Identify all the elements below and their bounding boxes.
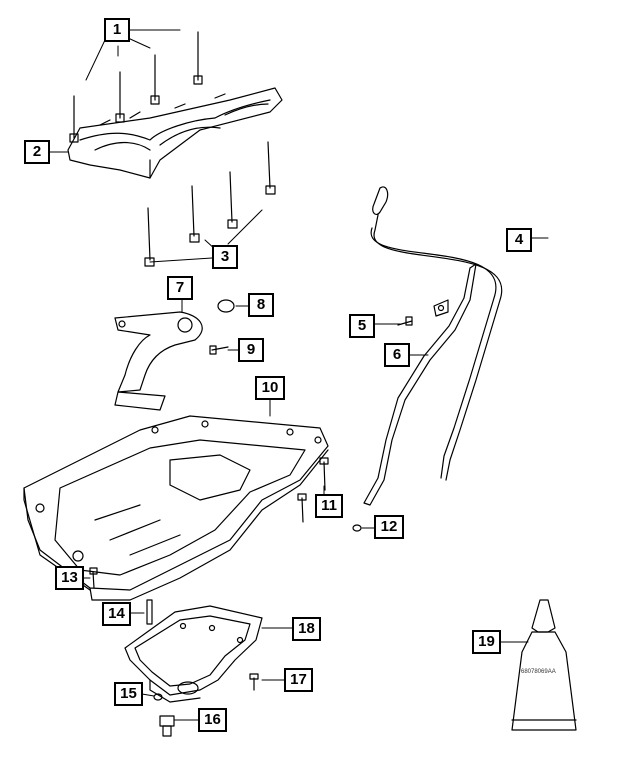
drain-washer [153, 693, 163, 701]
callout-4[interactable]: 4 [506, 228, 532, 252]
main-bearing-bolts [69, 31, 203, 143]
bolt-set-3 [144, 141, 276, 267]
oil-pickup-tube [114, 311, 203, 411]
callout-10[interactable]: 10 [255, 376, 285, 400]
tube-o-ring [352, 524, 362, 532]
callout-17[interactable]: 17 [284, 668, 313, 692]
callout-6[interactable]: 6 [384, 343, 410, 367]
lower-oil-pan [124, 605, 263, 703]
callout-5[interactable]: 5 [349, 314, 375, 338]
callout-14[interactable]: 14 [102, 602, 131, 626]
callout-8[interactable]: 8 [248, 293, 274, 317]
leader-lines [47, 29, 549, 721]
callout-18[interactable]: 18 [292, 617, 321, 641]
bedplate [67, 87, 283, 179]
pan-bolt-13 [89, 567, 98, 589]
dipstick [370, 186, 503, 481]
upper-oil-pan [23, 415, 329, 601]
callout-9[interactable]: 9 [238, 338, 264, 362]
dowel-pin [146, 599, 153, 625]
callout-1[interactable]: 1 [104, 18, 130, 42]
callout-12[interactable]: 12 [374, 515, 404, 539]
callout-7[interactable]: 7 [167, 276, 193, 300]
sealant-tube [511, 599, 577, 731]
callout-2[interactable]: 2 [24, 140, 50, 164]
dipstick-tube [363, 263, 477, 506]
callout-19[interactable]: 19 [472, 630, 501, 654]
callout-13[interactable]: 13 [55, 566, 84, 590]
callout-15[interactable]: 15 [114, 682, 143, 706]
callout-3[interactable]: 3 [212, 245, 238, 269]
callout-16[interactable]: 16 [198, 708, 227, 732]
drain-plug [159, 715, 175, 737]
o-ring [217, 299, 235, 313]
callout-11[interactable]: 11 [315, 494, 343, 518]
pan-bolts-11 [297, 457, 329, 523]
pan-bolt-17 [249, 673, 259, 691]
pickup-bolt [209, 345, 229, 355]
sealant-part-number: 68078069AA [521, 669, 556, 675]
